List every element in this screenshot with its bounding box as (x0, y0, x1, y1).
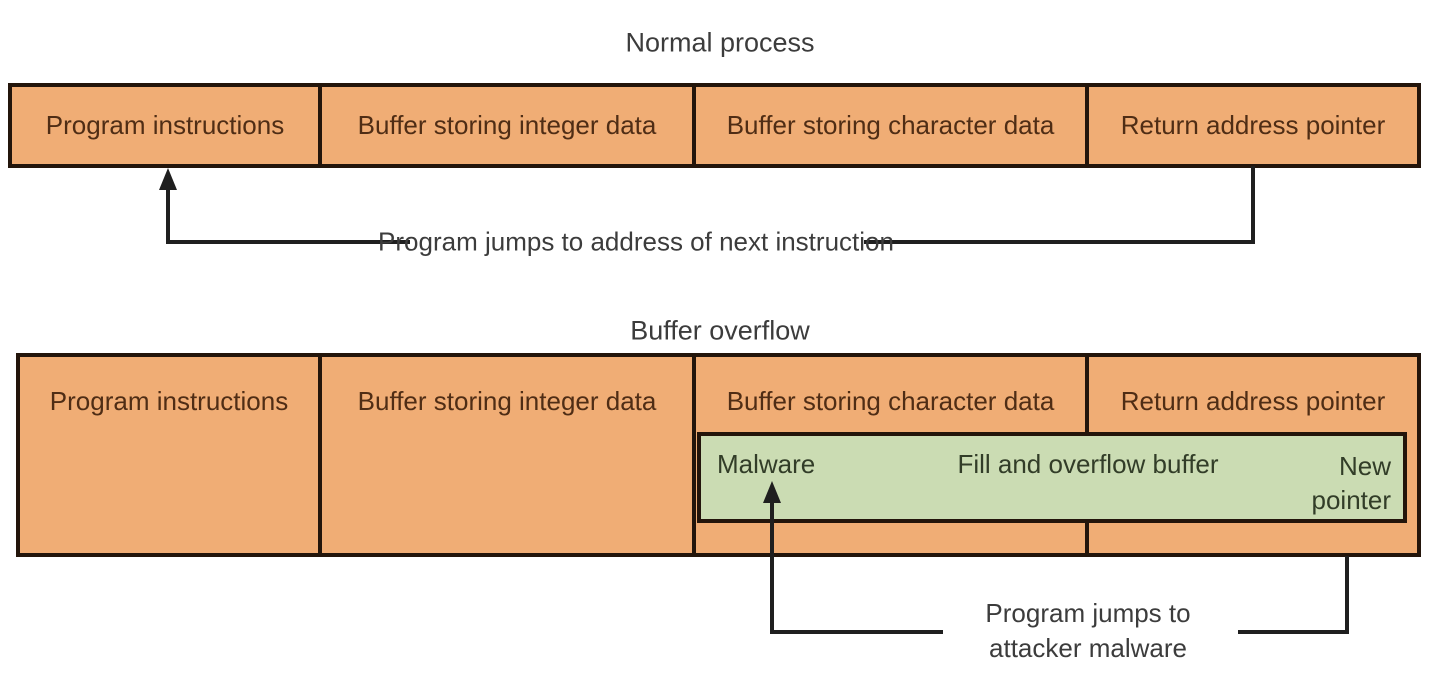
normal-bar-divider-1 (318, 87, 322, 164)
normal-bar-divider-3 (1085, 87, 1089, 164)
overflow-memory-bar: Program instructions Buffer storing inte… (16, 353, 1421, 557)
fill-overflow-buffer-label: Fill and overflow buffer (957, 449, 1219, 479)
normal-process-title: Normal process (625, 27, 815, 58)
malware-label: Malware (717, 449, 816, 479)
new-pointer-label: New pointer (1311, 451, 1392, 515)
overflow-bar-divider-2 (692, 357, 696, 553)
normal-arrow-right-segment (864, 166, 1255, 244)
overflow-bar-divider-1 (318, 357, 322, 553)
normal-cell-program-instructions: Program instructions (45, 110, 285, 140)
overflow-cell-integer-buffer: Buffer storing integer data (357, 386, 657, 416)
normal-arrow-caption: Program jumps to address of next instruc… (378, 226, 894, 257)
buffer-overflow-title: Buffer overflow (630, 315, 810, 346)
normal-cell-integer-buffer: Buffer storing integer data (357, 110, 657, 140)
overflow-arrow-caption: Program jumps to attacker malware (985, 596, 1190, 666)
overflow-cell-character-buffer: Buffer storing character data (726, 386, 1055, 416)
malware-overflow-box: Malware Fill and overflow buffer New poi… (697, 432, 1407, 523)
overflow-arrow-caption-line2: attacker malware (989, 633, 1187, 663)
normal-bar-divider-2 (692, 87, 696, 164)
overflow-cell-program-instructions: Program instructions (49, 386, 289, 416)
normal-arrow-left-segment (166, 188, 410, 244)
normal-memory-bar: Program instructions Buffer storing inte… (8, 83, 1421, 168)
overflow-cell-return-address-pointer: Return address pointer (1120, 386, 1386, 416)
normal-cell-character-buffer: Buffer storing character data (726, 110, 1055, 140)
normal-cell-return-address-pointer: Return address pointer (1120, 110, 1386, 140)
overflow-arrow-caption-line1: Program jumps to (985, 598, 1191, 628)
overflow-arrow-right-segment (1238, 556, 1349, 634)
normal-arrowhead-icon (159, 168, 177, 190)
